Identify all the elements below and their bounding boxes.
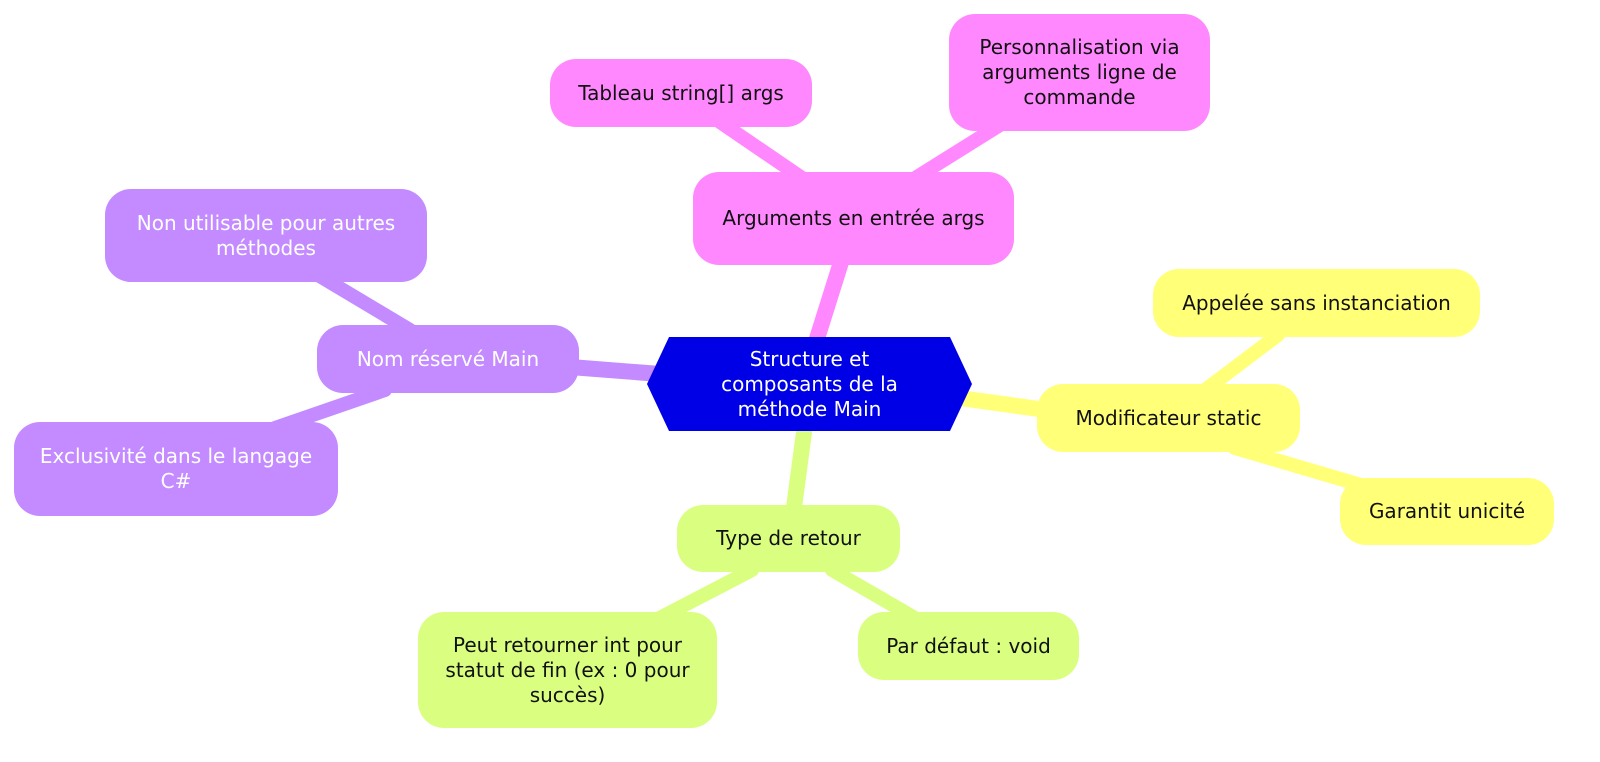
- root-label: Structure et composants de la méthode Ma…: [721, 346, 898, 421]
- edge-name-nonutil: [311, 268, 417, 337]
- branch-name-label: Nom réservé Main: [356, 346, 540, 371]
- root-hexagon-shape: [647, 337, 972, 431]
- leaf-non-utilisable: Non utilisable pour autres méthodes: [105, 189, 427, 282]
- edge-static-appelee: [1198, 328, 1285, 397]
- branch-args-label: Arguments en entrée args: [722, 206, 985, 230]
- root-node: Structure et composants de la méthode Ma…: [647, 337, 972, 431]
- branch-args: Arguments en entrée args: [693, 172, 1014, 265]
- leaf-peut-retourner-label: Peut retourner int pour statut de fin (e…: [445, 632, 690, 707]
- edge-args-tableau: [713, 115, 812, 187]
- leaf-tableau-args: Tableau string[] args: [550, 59, 812, 127]
- edge-root-return: [785, 417, 813, 523]
- leaf-tableau-args-label: Tableau string[] args: [578, 80, 784, 105]
- leaf-exclusivite: Exclusivité dans le langage C#: [14, 422, 338, 516]
- leaf-exclusivite-label: Exclusivité dans le langage C#: [39, 444, 313, 493]
- leaf-personnalisation: Personnalisation via arguments ligne de …: [949, 14, 1210, 131]
- branch-return-type-label: Type de retour: [716, 526, 861, 550]
- leaf-non-utilisable-label: Non utilisable pour autres méthodes: [136, 210, 396, 260]
- branch-static: Modificateur static: [1037, 384, 1300, 452]
- edge-root-name: [562, 359, 668, 382]
- leaf-par-defaut: Par défaut : void: [858, 612, 1079, 680]
- branch-name: Nom réservé Main: [317, 325, 579, 393]
- leaf-garantit: Garantit unicité: [1340, 478, 1554, 545]
- leaf-appelee-label: Appelée sans instanciation: [1182, 290, 1451, 315]
- leaf-appelee: Appelée sans instanciation: [1153, 269, 1480, 337]
- edge-args-personnalisation: [905, 118, 1007, 187]
- leaf-peut-retourner: Peut retourner int pour statut de fin (e…: [418, 612, 717, 728]
- branch-return-type: Type de retour: [677, 505, 900, 572]
- leaf-par-defaut-label: Par défaut : void: [886, 633, 1051, 658]
- branch-static-label: Modificateur static: [1075, 405, 1262, 430]
- leaf-garantit-label: Garantit unicité: [1368, 499, 1526, 523]
- leaf-personnalisation-label: Personnalisation via arguments ligne de …: [979, 35, 1180, 109]
- edge-name-exclusivite: [268, 383, 392, 435]
